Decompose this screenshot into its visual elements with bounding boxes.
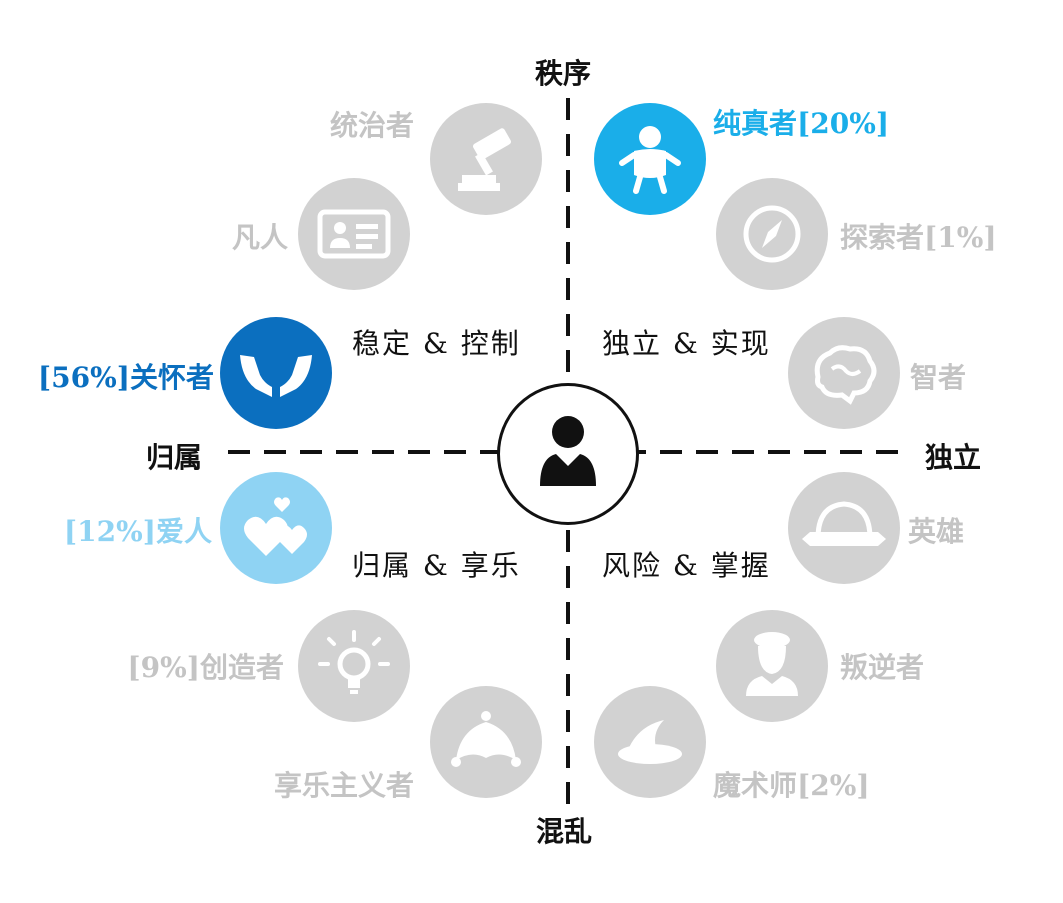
badge-icon	[802, 501, 886, 546]
center-person	[497, 383, 639, 525]
archetype-innocent[interactable]	[594, 103, 706, 215]
quadrant-label-top-left: 稳定 & 控制	[352, 327, 521, 360]
archetype-jester[interactable]	[430, 686, 542, 798]
archetype-creator[interactable]	[298, 610, 410, 722]
archetype-everyman[interactable]	[298, 178, 410, 290]
lightbulb-icon	[318, 630, 390, 694]
axis-label-bottom: 混乱	[536, 815, 593, 848]
quadrant-label-bottom-right: 风险 & 掌握	[602, 549, 771, 582]
archetype-label-caregiver: [56%]关怀者	[37, 361, 214, 394]
archetype-label-magician: 魔术师[2%]	[713, 769, 870, 802]
archetype-label-outlaw: 叛逆者	[840, 651, 925, 684]
caring-hands-icon	[240, 355, 312, 397]
jester-hat-icon	[451, 711, 521, 767]
archetype-label-creator: [9%]创造者	[127, 651, 284, 684]
archetype-label-lover: [12%]爱人	[63, 515, 212, 548]
archetype-magician[interactable]	[594, 686, 706, 798]
id-card-icon	[317, 209, 391, 259]
axis-label-right: 独立	[925, 441, 982, 474]
compass-icon	[743, 205, 801, 263]
axis-label-left: 归属	[146, 441, 203, 474]
archetype-caregiver[interactable]	[220, 317, 332, 429]
gavel-icon	[458, 128, 511, 191]
brain-icon	[814, 345, 877, 405]
archetype-explorer[interactable]	[716, 178, 828, 290]
person-icon	[540, 416, 596, 486]
bearded-man-icon	[746, 632, 798, 696]
archetype-label-everyman: 凡人	[231, 221, 288, 254]
archetype-label-explorer: 探索者[1%]	[840, 221, 997, 254]
archetype-label-jester: 享乐主义者	[273, 769, 414, 802]
quadrant-label-top-right: 独立 & 实现	[602, 327, 771, 360]
archetype-sage[interactable]	[788, 317, 900, 429]
archetype-label-ruler: 统治者	[329, 109, 414, 142]
archetype-label-hero: 英雄	[908, 515, 965, 548]
hearts-icon	[244, 497, 307, 556]
baby-icon	[619, 126, 681, 194]
archetype-lover[interactable]	[220, 472, 332, 584]
archetype-label-innocent: 纯真者[20%]	[713, 107, 890, 140]
axis-label-top: 秩序	[535, 57, 592, 90]
archetype-label-sage: 智者	[910, 361, 967, 394]
archetype-hero[interactable]	[788, 472, 900, 584]
archetype-outlaw[interactable]	[716, 610, 828, 722]
wizard-hat-icon	[618, 720, 682, 764]
quadrant-label-bottom-left: 归属 & 享乐	[352, 549, 521, 582]
archetype-ruler[interactable]	[430, 103, 542, 215]
